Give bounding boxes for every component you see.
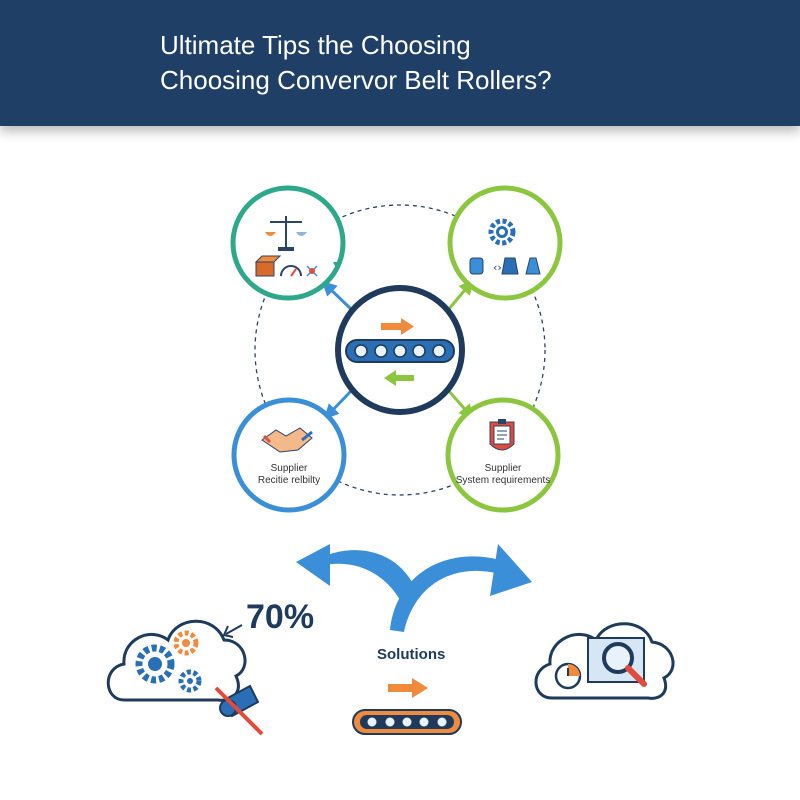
conveyor-belt-icon xyxy=(345,339,455,363)
node-bottom-right-line1: Supplier xyxy=(484,463,522,474)
curved-arrow-left xyxy=(296,544,412,600)
gauge-icon xyxy=(280,265,302,277)
arrow-to-top-left xyxy=(321,280,354,312)
bottom-right-arrow-icon xyxy=(388,678,428,698)
svg-text:‹›: ‹› xyxy=(493,261,502,274)
center-node xyxy=(335,285,465,415)
gear-icon xyxy=(488,218,516,246)
clipboard-icon xyxy=(489,419,515,451)
snowflake-icon xyxy=(306,265,318,277)
cloud-search-icon xyxy=(534,622,675,700)
percentage-value: 70% xyxy=(246,598,315,636)
title-banner: Ultimate Tips the Choosing Choosing Conv… xyxy=(0,0,800,126)
node-top-right: ‹› xyxy=(447,185,563,301)
magnifier-icon xyxy=(602,642,647,687)
node-bottom-left-line2: Recitie relbilty xyxy=(257,475,321,486)
node-top-left xyxy=(230,185,346,301)
cloud-gears-icon xyxy=(106,619,247,702)
box-icon xyxy=(254,255,282,277)
right-arrow-icon xyxy=(381,318,414,335)
node-bottom-left-line1: Supplier xyxy=(270,463,308,474)
pointer-arrow xyxy=(222,624,243,638)
title-line-2: Choosing Convervor Belt Rollers? xyxy=(160,65,552,95)
bottom-conveyor-icon xyxy=(352,709,462,735)
clock-icon xyxy=(554,662,582,690)
arrow-to-top-right xyxy=(446,279,474,311)
balance-scale-icon xyxy=(265,216,307,251)
dashed-ring xyxy=(254,204,546,496)
node-bottom-right-line2: System requirements xyxy=(455,475,551,486)
arrow-to-bottom-left xyxy=(323,388,354,420)
handshake-icon xyxy=(261,427,313,453)
title-line-1: Ultimate Tips the Choosing xyxy=(160,30,471,60)
left-arrow-icon xyxy=(384,370,414,386)
solutions-label: Solutions xyxy=(377,646,446,663)
node-bottom-left xyxy=(231,397,347,513)
broken-roller-icon xyxy=(214,684,264,736)
rollers-icon: ‹› xyxy=(469,257,541,275)
curved-arrow-right xyxy=(390,544,532,632)
node-bottom-right xyxy=(445,397,561,513)
